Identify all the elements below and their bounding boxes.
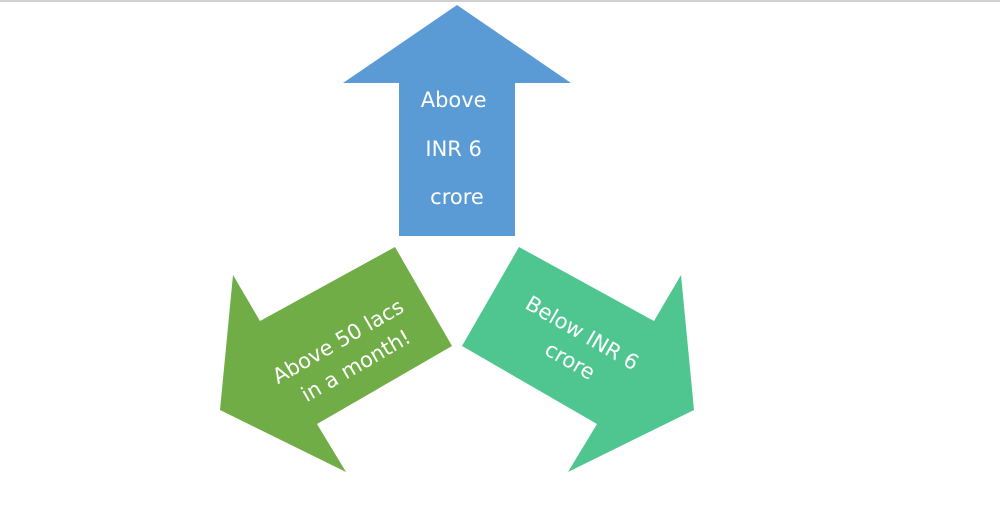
left-arrow-shape <box>220 247 452 472</box>
up-arrow: Above INR 6 crore <box>343 5 571 236</box>
up-arrow-label: Above INR 6 crore <box>421 88 494 209</box>
left-arrow: Above 50 lacs in a month! <box>220 247 452 472</box>
right-arrow: Below INR 6 crore <box>462 247 694 472</box>
up-arrow-line-3: crore <box>430 185 484 209</box>
up-arrow-shape <box>343 5 571 236</box>
up-arrow-line-2: INR 6 <box>425 137 482 161</box>
top-border <box>0 0 1000 2</box>
up-arrow-line-1: Above <box>421 88 487 112</box>
right-arrow-shape <box>462 247 694 472</box>
